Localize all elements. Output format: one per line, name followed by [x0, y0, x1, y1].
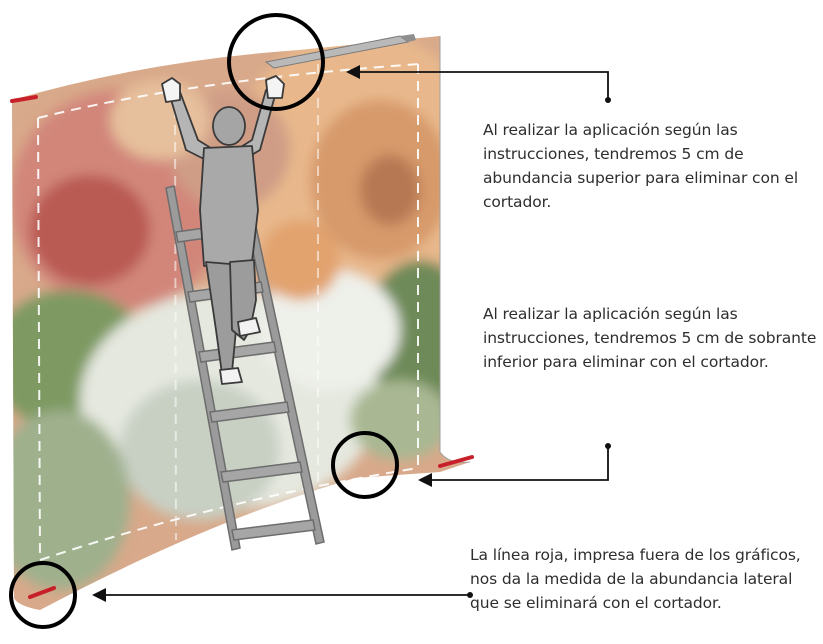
- callout-lines: [100, 71, 609, 596]
- callout-dot-bottom: [467, 592, 473, 598]
- trim-mark-top-left: [10, 95, 38, 103]
- wallpaper-panel: [12, 36, 470, 610]
- top-allowance-note: Al realizar la aplicación según las inst…: [483, 121, 799, 211]
- highlight-bottom-left: [9, 561, 77, 629]
- arrowhead-mid: [418, 473, 432, 487]
- red-trim-markers: [10, 95, 474, 599]
- top-rail: [264, 34, 416, 69]
- trim-mark-bottom-left: [28, 586, 56, 599]
- callout-dot-mid: [605, 443, 611, 449]
- highlight-bottom-right: [331, 431, 399, 499]
- arrowhead-bottom: [92, 588, 106, 602]
- callout-dot-top: [605, 97, 611, 103]
- floral-pattern: [12, 36, 470, 590]
- worker-figure: [161, 75, 285, 385]
- panel-edge: [439, 36, 471, 463]
- callout-dots: [467, 97, 611, 598]
- highlight-circles: [9, 13, 399, 629]
- callout-line-top: [352, 71, 609, 100]
- trim-mark-bottom-right: [438, 455, 474, 468]
- callout-line-mid: [428, 446, 609, 481]
- bottom-allowance-note: Al realizar la aplicación según las inst…: [483, 305, 817, 371]
- callout-arrowheads: [92, 65, 432, 602]
- arrowhead-top: [346, 65, 360, 79]
- side-allowance-note: La línea roja, impresa fuera de los gráf…: [470, 546, 801, 612]
- highlight-top-rail: [227, 13, 325, 111]
